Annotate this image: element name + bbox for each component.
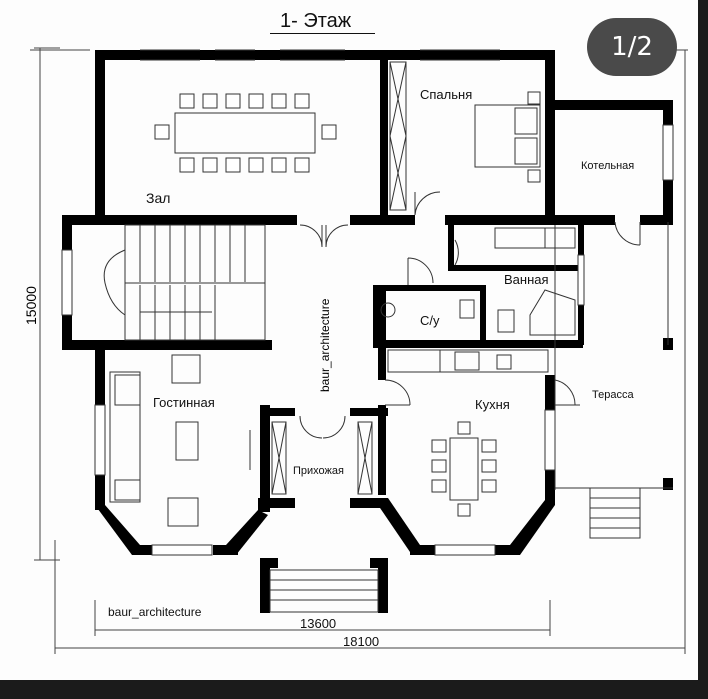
page-indicator-badge[interactable]: 1/2 bbox=[587, 18, 677, 76]
dimension-total-width-label: 18100 bbox=[343, 634, 380, 649]
dimension-height-label: 15000 bbox=[23, 286, 39, 325]
floor-plan-drawing bbox=[30, 47, 688, 654]
dimension-lines bbox=[30, 47, 688, 654]
room-label-entrance: Прихожая bbox=[293, 465, 344, 477]
room-label-living: Гостинная bbox=[153, 395, 215, 410]
watermark-bottom: baur_architecture bbox=[108, 605, 202, 619]
watermark-vertical: baur_architecture bbox=[318, 298, 332, 392]
room-label-boiler: Котельная bbox=[581, 160, 635, 172]
floor-plan-sheet: 1- Этаж 1/2 Зал Спальня Котельная Ванная… bbox=[0, 0, 698, 680]
room-label-hall: Зал bbox=[146, 190, 171, 206]
dimension-inner-width-label: 13600 bbox=[300, 616, 337, 631]
room-label-wc: С/у bbox=[420, 313, 440, 328]
room-label-terrace: Терасса bbox=[592, 389, 634, 401]
chairs bbox=[154, 93, 497, 517]
room-label-bedroom: Спальня bbox=[420, 87, 473, 102]
walls bbox=[62, 50, 673, 613]
bottom-bar bbox=[0, 680, 708, 699]
title-underline bbox=[270, 33, 375, 34]
floor-title: 1- Этаж bbox=[280, 10, 352, 32]
interior-details bbox=[61, 49, 674, 613]
room-label-kitchen: Кухня bbox=[475, 397, 510, 412]
room-label-bathroom: Ванная bbox=[504, 272, 549, 287]
